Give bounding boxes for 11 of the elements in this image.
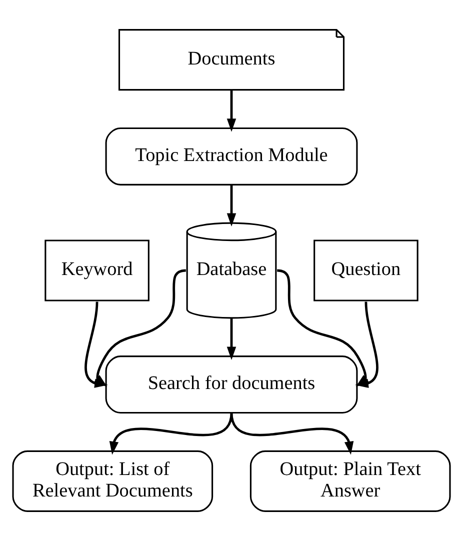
node-box: Search for documents <box>105 356 358 414</box>
arrow <box>226 318 236 360</box>
node-box: Topic Extraction Module <box>105 127 358 186</box>
arrow <box>109 412 233 455</box>
node-box: Keyword <box>44 240 150 302</box>
arrow <box>226 90 236 132</box>
node-box: Question <box>314 240 418 302</box>
arrow <box>226 184 236 227</box>
node-box: Output: Plain Text Answer <box>250 450 451 512</box>
arrow <box>230 412 354 455</box>
node-box: Output: List of Relevant Documents <box>12 450 214 512</box>
